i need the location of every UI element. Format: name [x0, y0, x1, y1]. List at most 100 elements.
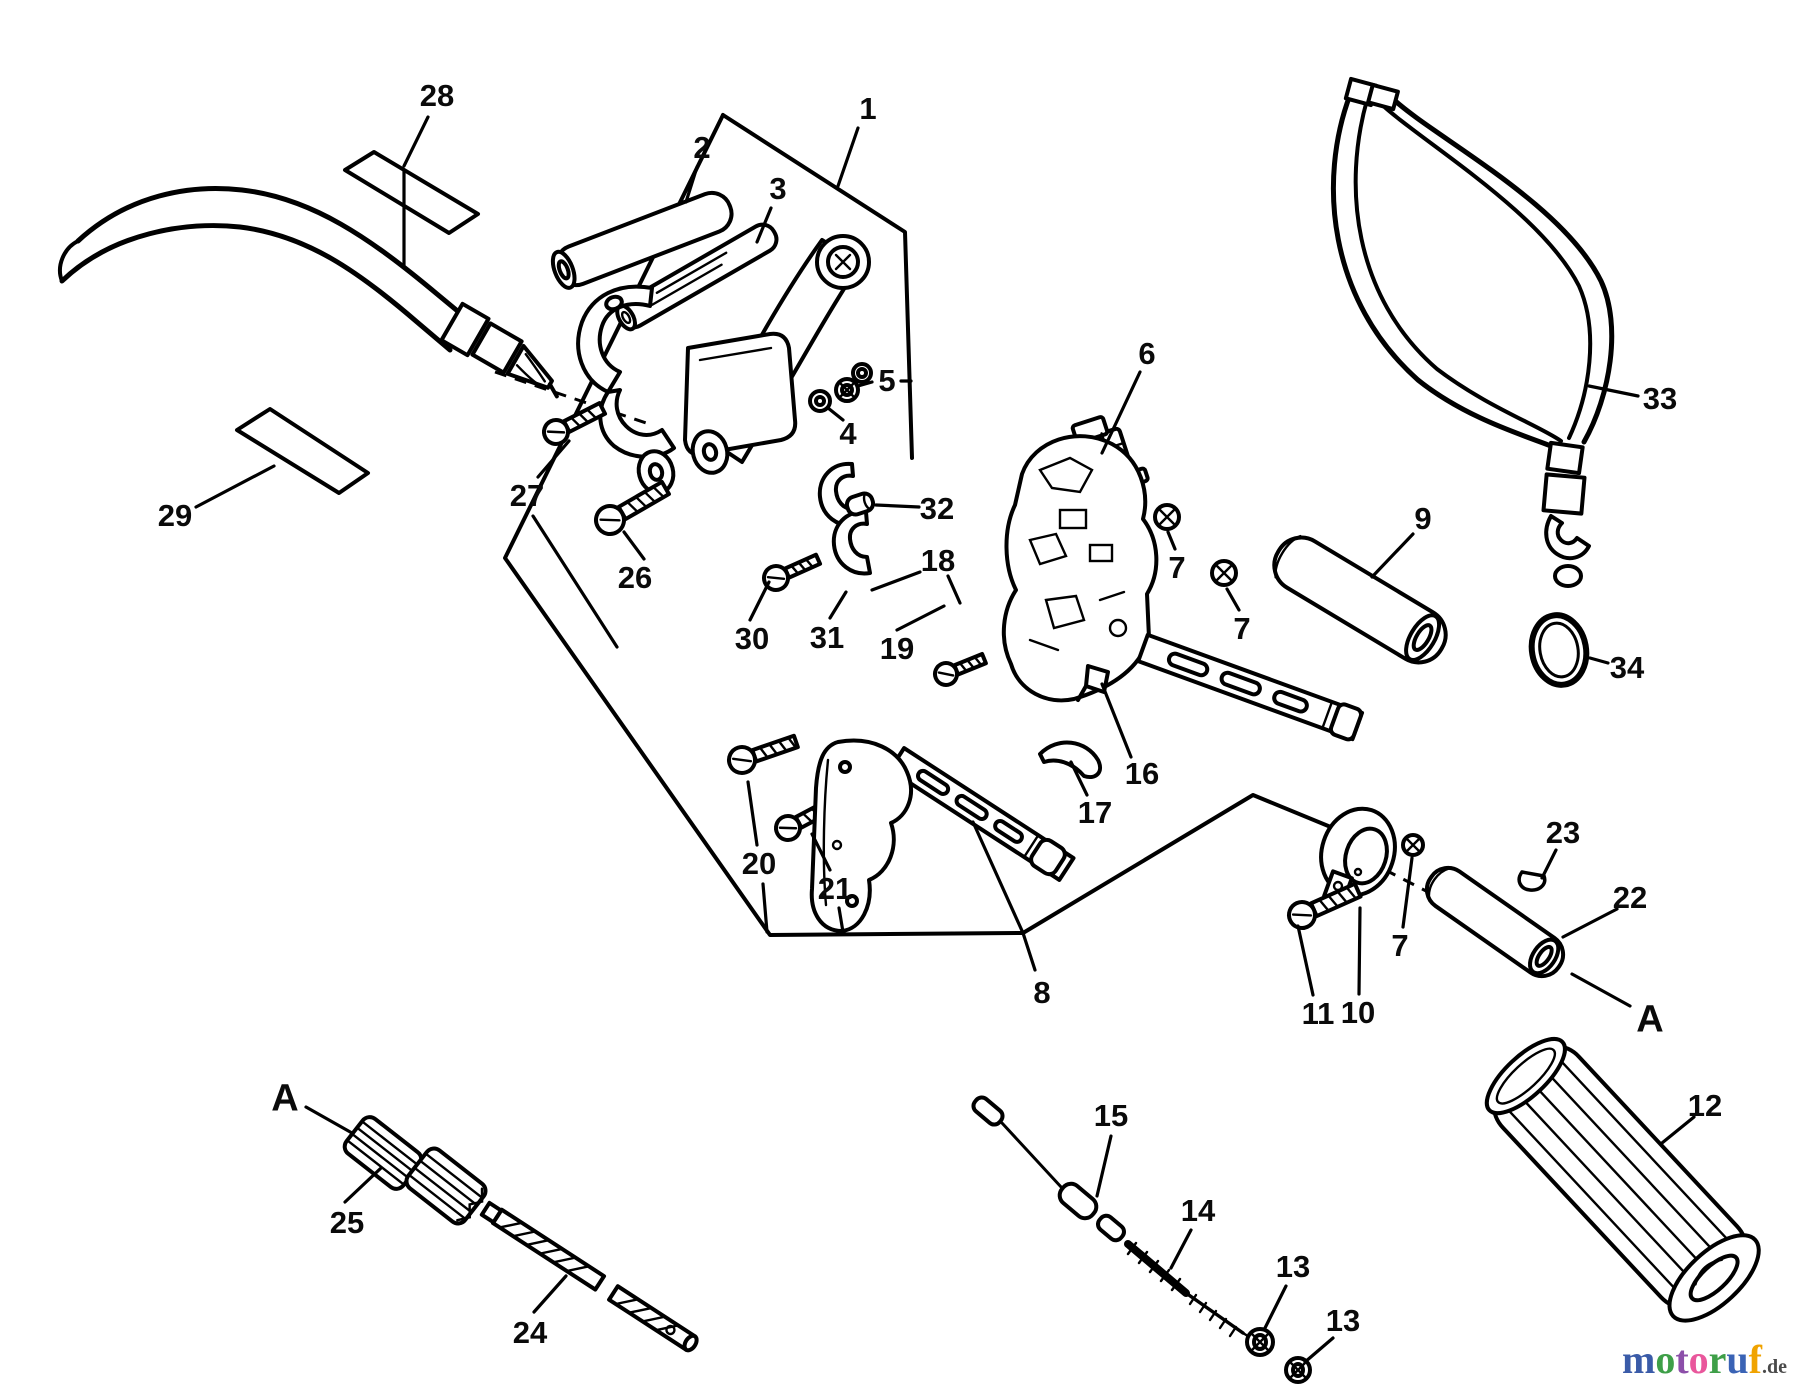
leader-line-6: [1100, 370, 1142, 455]
leader-line-34: [1588, 656, 1610, 665]
leader-line-3: [755, 206, 773, 244]
part-label-4: 4: [839, 416, 857, 451]
leader-line-25: [343, 1166, 383, 1204]
leader-line-12: [1660, 1115, 1696, 1145]
part-screw-19: [933, 652, 988, 687]
part-label-20: 20: [742, 846, 776, 881]
part-tube-9: [1272, 534, 1448, 665]
leader-line-33: [1587, 384, 1640, 398]
part-bar-8-upper: [1136, 632, 1365, 742]
part-grip-3: [615, 222, 779, 332]
part-label-27: 27: [510, 478, 544, 513]
leader-line-28: [402, 115, 430, 168]
leader-line-13: [1262, 1284, 1288, 1332]
part-nut-7a: [1153, 503, 1181, 531]
part-label-13: 13: [1326, 1303, 1360, 1338]
part-nut-13a: [1245, 1327, 1275, 1357]
leader-line-A: [304, 1105, 354, 1135]
part-label-7: 7: [1168, 550, 1185, 585]
part-label-18: 18: [921, 543, 955, 578]
part-grip-12: [1484, 1036, 1761, 1323]
leader-line-15: [1095, 1134, 1113, 1198]
leader-line-16: [1100, 682, 1133, 759]
part-clip-23: [1517, 870, 1547, 892]
part-coupler-25b: [404, 1146, 488, 1226]
watermark-letter: t: [1675, 1337, 1689, 1382]
part-label-15: 15: [1094, 1098, 1128, 1133]
part-screw-20: [727, 733, 800, 775]
leader-line-5: [856, 380, 874, 388]
leader-line-19: [895, 604, 946, 632]
part-label-23: 23: [1546, 815, 1580, 850]
part-label-17: 17: [1078, 795, 1112, 830]
part-label-33: 33: [1643, 381, 1677, 416]
part-handlebar-tube: [58, 186, 559, 399]
leader-line-27: [531, 514, 619, 649]
leader-line-22: [1561, 907, 1619, 939]
part-label-7: 7: [1391, 928, 1408, 963]
leader-line-18: [946, 574, 962, 605]
part-label-28: 28: [420, 78, 454, 113]
part-label-26: 26: [618, 560, 652, 595]
leader-line-9: [1370, 532, 1415, 579]
leader-line-24: [532, 1274, 568, 1314]
leader-line-32: [874, 503, 921, 509]
part-tube-22: [1424, 865, 1566, 979]
part-label-25: 25: [330, 1205, 364, 1240]
part-decal-28: [343, 150, 480, 235]
part-plug-32: [844, 491, 876, 517]
leader-line-10: [1357, 906, 1362, 996]
part-label-34: 34: [1610, 650, 1645, 685]
part-bolt-26: [594, 479, 671, 536]
leader-line-18: [870, 570, 922, 592]
watermark-letter: o: [1655, 1337, 1676, 1382]
part-label-3: 3: [769, 171, 786, 206]
leader-line-27: [536, 439, 571, 479]
leader-line-26: [622, 530, 646, 561]
watermark-word: motoruf: [1622, 1337, 1762, 1382]
leader-line-21: [810, 832, 832, 872]
leader-line-1: [836, 126, 860, 188]
assembly-enclosure-outline: [503, 113, 1340, 937]
part-nut-7c: [1401, 833, 1425, 857]
part-grip-2: [550, 190, 734, 290]
leader-line-7: [1401, 856, 1414, 929]
part-label-7: 7: [1233, 611, 1250, 646]
watermark-letter: m: [1622, 1337, 1656, 1382]
watermark-suffix: .de: [1762, 1356, 1787, 1378]
part-label-19: 19: [880, 631, 914, 666]
part-label-32: 32: [920, 491, 954, 526]
part-hook-bracket: [576, 284, 798, 495]
part-label-30: 30: [735, 621, 769, 656]
part-label-21: 21: [818, 871, 852, 906]
leader-line-7: [1225, 587, 1241, 612]
leader-line-14: [1169, 1228, 1193, 1270]
part-nut-7b: [1210, 559, 1238, 587]
part-decal-29: [235, 407, 370, 495]
leader-line-8: [971, 820, 1037, 972]
part-washer-4: [808, 389, 832, 413]
part-bolt-11: [1287, 881, 1363, 930]
leader-line-13: [1303, 1336, 1335, 1364]
part-label-24: 24: [513, 1315, 548, 1350]
part-label-A: A: [271, 1078, 298, 1120]
part-label-1: 1: [859, 91, 876, 126]
part-label-8: 8: [1033, 975, 1050, 1010]
part-lockwasher-5: [834, 362, 873, 403]
leader-line-20: [761, 882, 769, 934]
part-label-29: 29: [158, 498, 192, 533]
watermark-letter: f: [1748, 1337, 1762, 1382]
leader-line-21: [837, 906, 845, 934]
leader-line-20: [746, 780, 759, 847]
leader-line-17: [1069, 760, 1089, 797]
part-label-5: 5: [878, 363, 895, 398]
leader-line-11: [1296, 924, 1315, 997]
leader-line-4: [826, 406, 845, 422]
part-flexshaft-24a: [479, 1200, 607, 1292]
leader-line-23: [1540, 848, 1558, 880]
part-label-22: 22: [1613, 880, 1647, 915]
part-label-A: A: [1636, 999, 1663, 1041]
